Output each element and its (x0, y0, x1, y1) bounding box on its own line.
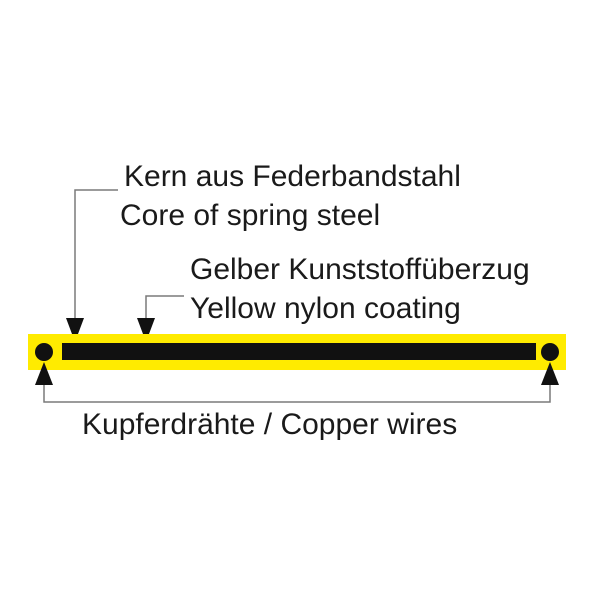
core-arrowhead (66, 318, 84, 342)
right-wire-arrowhead (541, 362, 559, 385)
wires-label: Kupferdrähte / Copper wires (82, 408, 457, 441)
left-wire-arrowhead (35, 362, 53, 385)
coating-leader-line (145, 295, 184, 322)
coating-label-english: Yellow nylon coating (190, 292, 461, 325)
core-label-german: Kern aus Federbandstahl (124, 160, 461, 193)
core-leader-line (74, 189, 118, 322)
right-copper-wire (541, 343, 559, 361)
wires-bracket-line (43, 385, 551, 403)
left-copper-wire (35, 343, 53, 361)
coating-label-german: Gelber Kunststoffüberzug (190, 253, 530, 286)
steel-core (62, 343, 536, 360)
core-label-english: Core of spring steel (120, 199, 380, 232)
coating-arrowhead (137, 318, 155, 342)
